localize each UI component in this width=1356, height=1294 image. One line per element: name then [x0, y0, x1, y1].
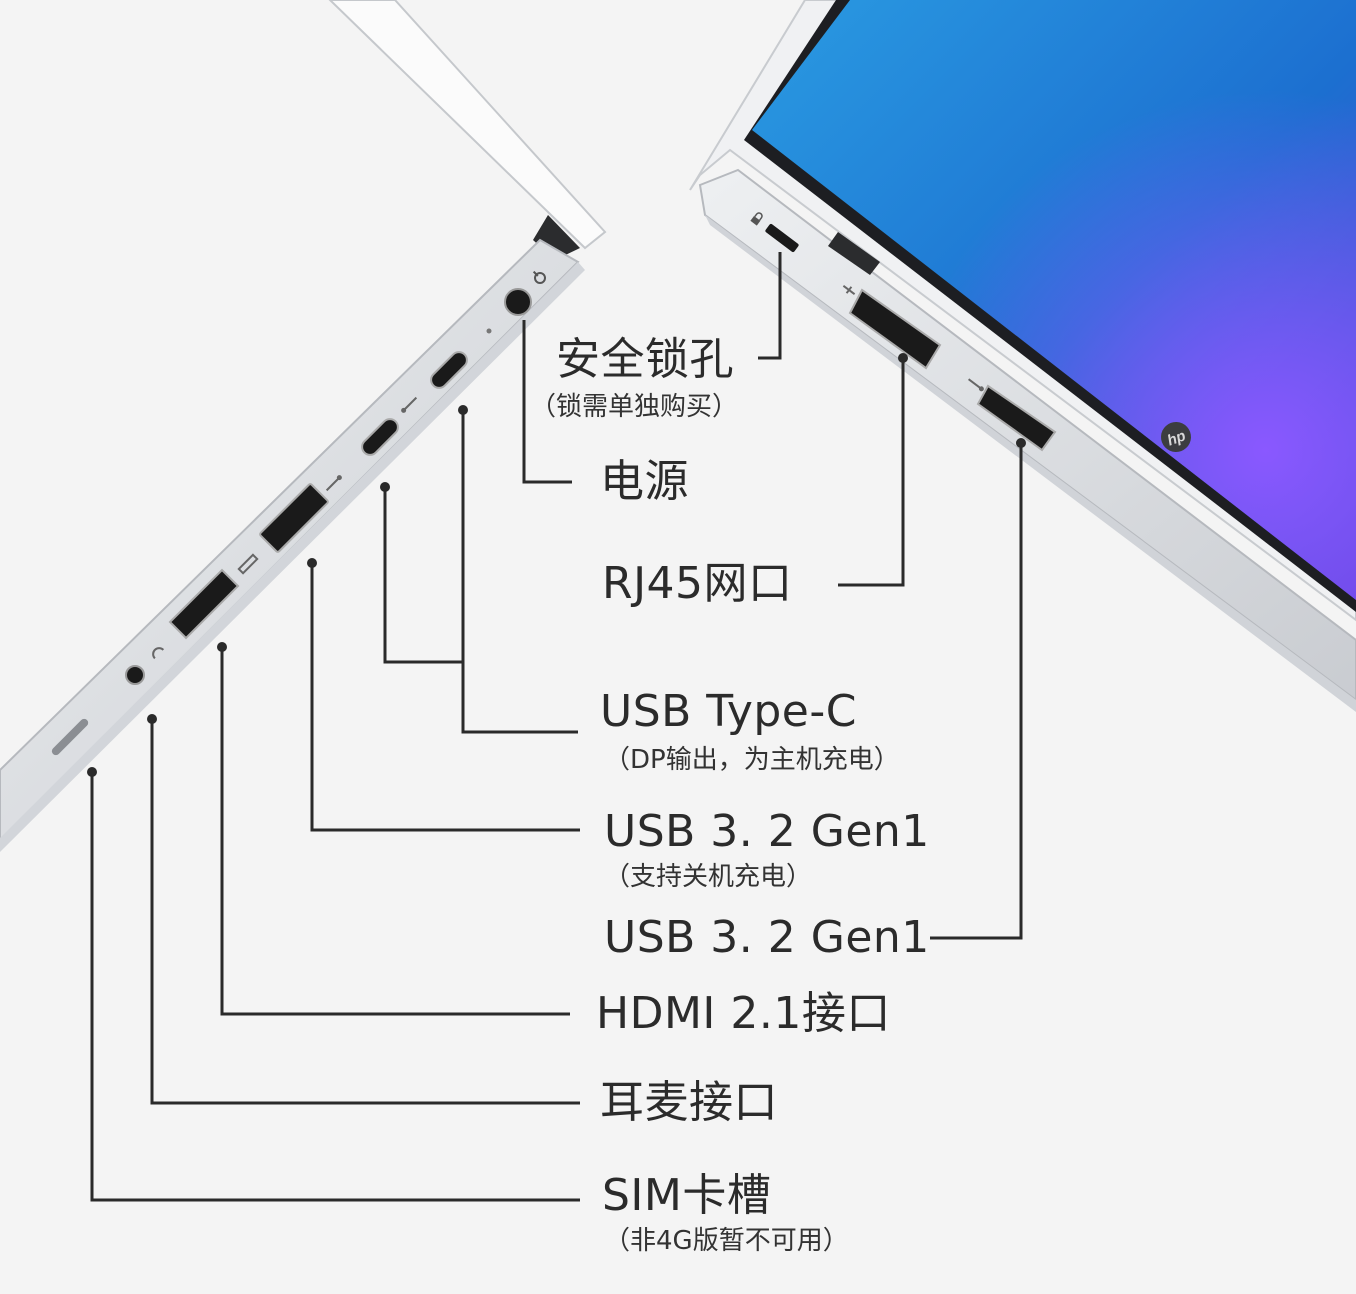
- usb-icon: [968, 378, 984, 392]
- leader-usba2: [930, 443, 1023, 940]
- hdmi-icon: [237, 553, 259, 575]
- usb-icon: [325, 475, 342, 492]
- headset-icon: [152, 647, 165, 660]
- leader-rj45: [838, 358, 905, 587]
- svg-text:hp: hp: [1165, 427, 1188, 449]
- right-laptop: hp: [689, 0, 1356, 712]
- leader-lock: [758, 252, 782, 360]
- usbc-port-2: [361, 418, 399, 456]
- usb-icon: [401, 396, 418, 413]
- sim-slot: [51, 718, 89, 756]
- right-hinge: [828, 232, 880, 275]
- note-usba1: （支持关机充电）: [604, 862, 813, 892]
- label-rj45: RJ45网口: [602, 558, 793, 609]
- note-lock: （锁需单独购买）: [530, 392, 739, 422]
- leader-sim: [90, 772, 580, 1202]
- label-sim: SIM卡槽: [602, 1170, 772, 1221]
- headset-jack: [125, 665, 145, 685]
- hdmi-port: [168, 568, 240, 640]
- leader-lines: [87, 252, 1026, 1202]
- usba-port-left: [259, 483, 329, 553]
- label-power: 电源: [600, 456, 689, 507]
- usbc-port-1: [430, 351, 468, 389]
- power-jack: [504, 288, 532, 316]
- label-hdmi: HDMI 2.1接口: [596, 988, 891, 1039]
- usba-port-right: [976, 384, 1057, 452]
- power-icon: [532, 270, 546, 284]
- leader-power: [522, 320, 572, 484]
- leader-hdmi: [220, 647, 570, 1016]
- label-usba2: USB 3. 2 Gen1: [604, 912, 930, 963]
- status-led: [486, 328, 492, 334]
- network-icon: [842, 284, 856, 296]
- screen-bloom: [752, 0, 1356, 600]
- lock-icon: [750, 212, 763, 226]
- left-lid: [328, 0, 607, 250]
- label-audio: 耳麦接口: [600, 1077, 778, 1128]
- leader-usbc-2: [383, 487, 463, 664]
- label-lock: 安全锁孔: [556, 334, 734, 385]
- right-base-edge: [705, 215, 1356, 712]
- lock-slot: [765, 223, 799, 253]
- left-laptop: [0, 0, 607, 852]
- left-base-edge: [0, 262, 585, 852]
- leader-audio: [150, 719, 580, 1105]
- note-sim: （非4G版暂不可用）: [604, 1226, 849, 1256]
- leader-usbc-1: [461, 410, 578, 734]
- leader-usba1: [310, 563, 580, 832]
- hp-logo-icon: hp: [1161, 422, 1191, 452]
- label-usba1: USB 3. 2 Gen1: [604, 806, 930, 857]
- label-usbc: USB Type-C: [600, 686, 857, 737]
- note-usbc: （DP输出，为主机充电）: [604, 745, 900, 775]
- rj45-port: [848, 288, 942, 370]
